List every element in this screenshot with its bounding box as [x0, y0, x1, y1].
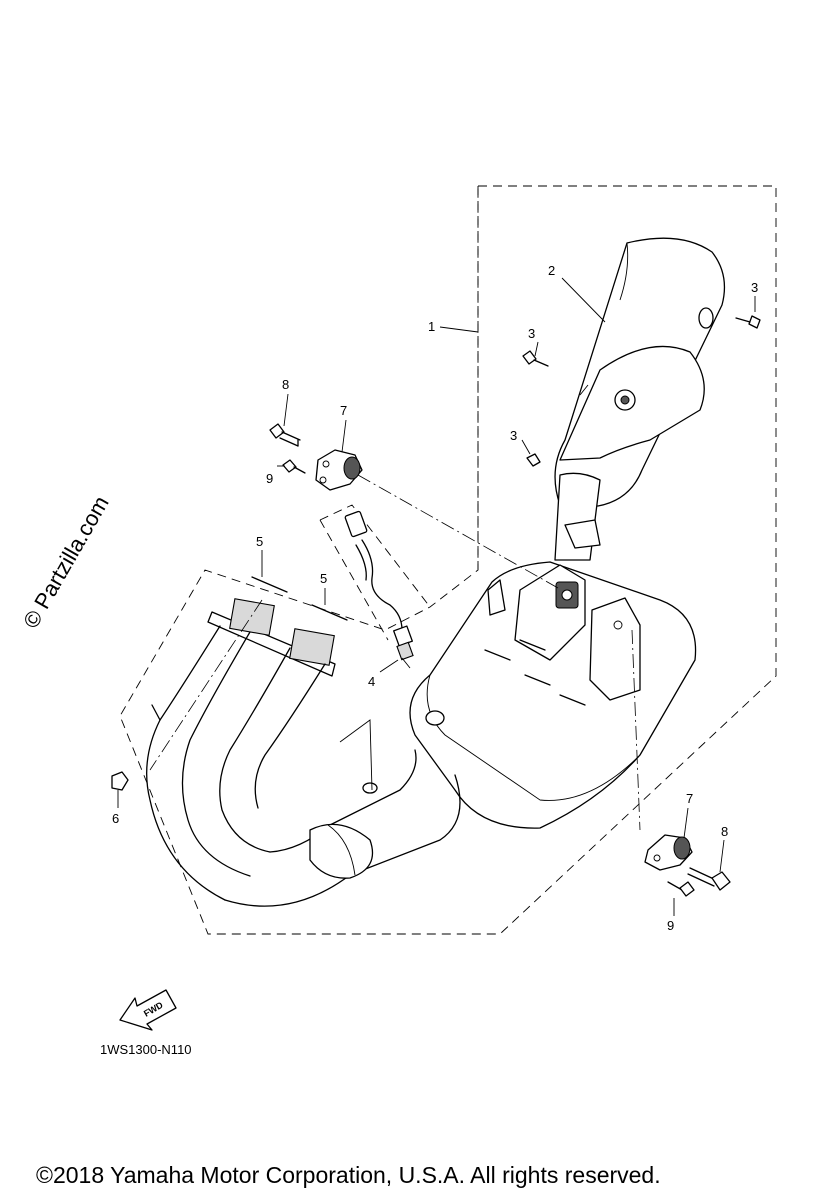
copyright-notice: ©2018 Yamaha Motor Corporation, U.S.A. A…: [36, 1162, 661, 1188]
callout-6: 6: [112, 811, 119, 826]
shield-bolts: [522, 315, 761, 467]
callout-5: 5: [256, 534, 263, 549]
callout-1: 1: [428, 319, 435, 334]
callout-3: 3: [510, 428, 517, 443]
oxygen-sensor: [344, 510, 414, 669]
assembly-boundary: [119, 185, 777, 935]
bracket-upper: [269, 423, 363, 491]
bracket-lower: [644, 834, 731, 897]
callout-8: 8: [721, 824, 728, 839]
leader-lines: [117, 277, 756, 916]
callout-3: 3: [528, 326, 535, 341]
callout-7: 7: [686, 791, 693, 806]
callout-9: 9: [266, 471, 273, 486]
gaskets: [251, 576, 348, 621]
callout-8: 8: [282, 377, 289, 392]
fwd-arrow-icon: FWD: [119, 989, 177, 1031]
callout-3: 3: [751, 280, 758, 295]
callout-5: 5: [320, 571, 327, 586]
muffler: [409, 472, 697, 829]
callout-4: 4: [368, 674, 375, 689]
callout-2: 2: [548, 263, 555, 278]
header-pipes: [146, 598, 461, 907]
drawing-code: 1WS1300-N110: [100, 1042, 192, 1057]
nut: [111, 771, 129, 791]
callout-7: 7: [340, 403, 347, 418]
callout-9: 9: [667, 918, 674, 933]
heat-shield: [554, 237, 726, 507]
callout-labels: 1 2 3 3 3 4 5 5 6 7 7 8 8 9 9: [112, 263, 758, 933]
